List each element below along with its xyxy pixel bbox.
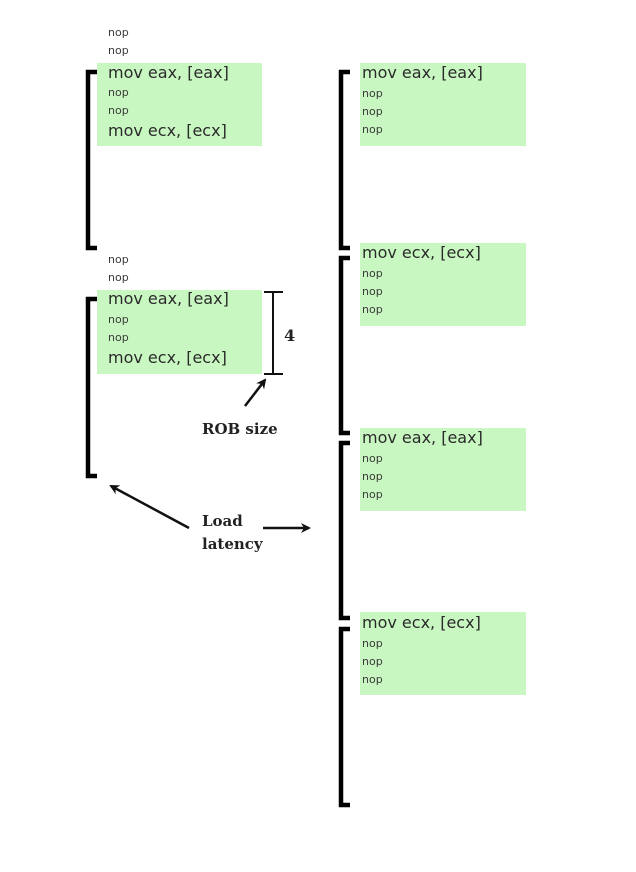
load-instruction: mov ecx, [ecx]	[362, 613, 481, 632]
right-latency-bracket-1	[338, 69, 350, 251]
nop-instruction: nop	[108, 271, 129, 284]
nop-instruction: nop	[362, 488, 383, 501]
highlight-block	[360, 63, 526, 146]
nop-instruction: nop	[108, 331, 129, 344]
nop-instruction: nop	[108, 44, 129, 57]
load-instruction: mov ecx, [ecx]	[362, 243, 481, 262]
nop-instruction: nop	[362, 673, 383, 686]
nop-instruction: nop	[108, 104, 129, 117]
nop-instruction: nop	[108, 86, 129, 99]
load-instruction: mov eax, [eax]	[108, 63, 229, 82]
right-latency-bracket-3	[338, 440, 350, 621]
nop-instruction: nop	[362, 285, 383, 298]
nop-instruction: nop	[108, 253, 129, 266]
load-instruction: mov ecx, [ecx]	[108, 121, 227, 140]
right-latency-bracket-4	[338, 626, 350, 808]
nop-instruction: nop	[362, 452, 383, 465]
nop-instruction: nop	[362, 655, 383, 668]
nop-instruction: nop	[362, 470, 383, 483]
nop-instruction: nop	[108, 313, 129, 326]
rob-count-label: 4	[284, 326, 296, 345]
nop-instruction: nop	[362, 87, 383, 100]
rob-size-label: ROB size	[202, 420, 278, 438]
highlight-block	[97, 63, 262, 146]
left-latency-bracket-top	[85, 69, 97, 251]
highlight-block	[360, 428, 526, 511]
nop-instruction: nop	[362, 267, 383, 280]
rob-size-bracket	[264, 291, 283, 375]
load-instruction: mov eax, [eax]	[108, 289, 229, 308]
highlight-block	[360, 243, 526, 326]
load-latency-label-line1: Load	[202, 512, 243, 530]
nop-instruction: nop	[362, 303, 383, 316]
highlight-block	[97, 290, 262, 374]
load-instruction: mov eax, [eax]	[362, 63, 483, 82]
right-latency-bracket-2	[338, 255, 350, 436]
nop-instruction: nop	[362, 637, 383, 650]
load-instruction: mov ecx, [ecx]	[108, 348, 227, 367]
load-latency-label-line2: latency	[202, 535, 263, 553]
nop-instruction: nop	[108, 26, 129, 39]
left-latency-bracket-bottom	[85, 296, 97, 479]
load-latency-arrow-left	[109, 484, 190, 530]
nop-instruction: nop	[362, 123, 383, 136]
rob-size-arrow	[244, 378, 267, 407]
load-instruction: mov eax, [eax]	[362, 428, 483, 447]
nop-instruction: nop	[362, 105, 383, 118]
highlight-block	[360, 612, 526, 695]
